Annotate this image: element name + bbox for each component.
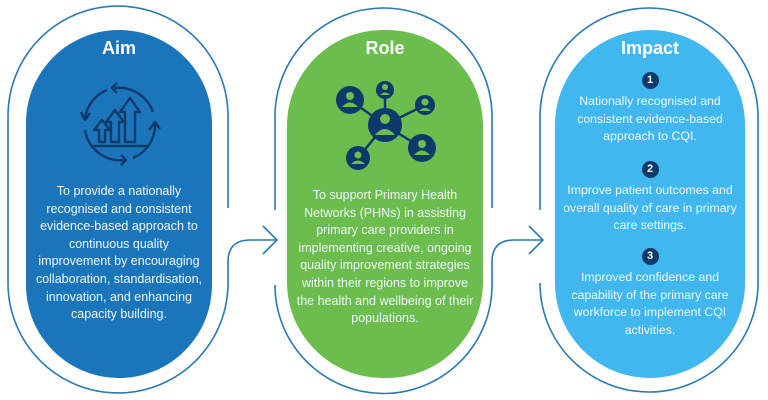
impact-title: Impact bbox=[620, 38, 680, 58]
arrow-head-2 bbox=[528, 225, 545, 255]
impact-outline bbox=[539, 7, 759, 393]
impact-panel: Impact 1 Nationally recognised and consi… bbox=[555, 30, 745, 378]
role-outline-top bbox=[274, 7, 493, 210]
aim-outline bbox=[7, 5, 276, 394]
impact-item-3: 3 Improved confidence and capability of … bbox=[559, 248, 741, 339]
growth-cycle-icon bbox=[79, 82, 161, 166]
impact-item-1: 1 Nationally recognised and consistent e… bbox=[559, 72, 741, 146]
role-text: To support Primary Health Networks (PHNs… bbox=[296, 188, 474, 326]
people-network-icon bbox=[336, 81, 436, 170]
impact-item-text: Improve patient outcomes and overall qua… bbox=[563, 183, 737, 233]
impact-item-text: Nationally recognised and consistent evi… bbox=[577, 94, 723, 144]
number-badge: 1 bbox=[641, 72, 659, 89]
aim-panel: Aim To provide a nationally recognised a… bbox=[26, 30, 212, 378]
impact-item-text: Improved confidence and capability of th… bbox=[571, 270, 729, 337]
number-badge: 3 bbox=[641, 248, 659, 265]
role-panel: Role To support Primary Health Networks … bbox=[287, 30, 483, 378]
role-outline-bottom bbox=[274, 239, 542, 395]
role-title: Role bbox=[365, 38, 405, 58]
number-badge: 2 bbox=[641, 161, 659, 178]
arrow-head-1 bbox=[262, 225, 279, 255]
aim-text: To provide a nationally recognised and c… bbox=[35, 184, 203, 322]
impact-item-2: 2 Improve patient outcomes and overall q… bbox=[559, 161, 741, 235]
aim-title: Aim bbox=[101, 38, 136, 58]
